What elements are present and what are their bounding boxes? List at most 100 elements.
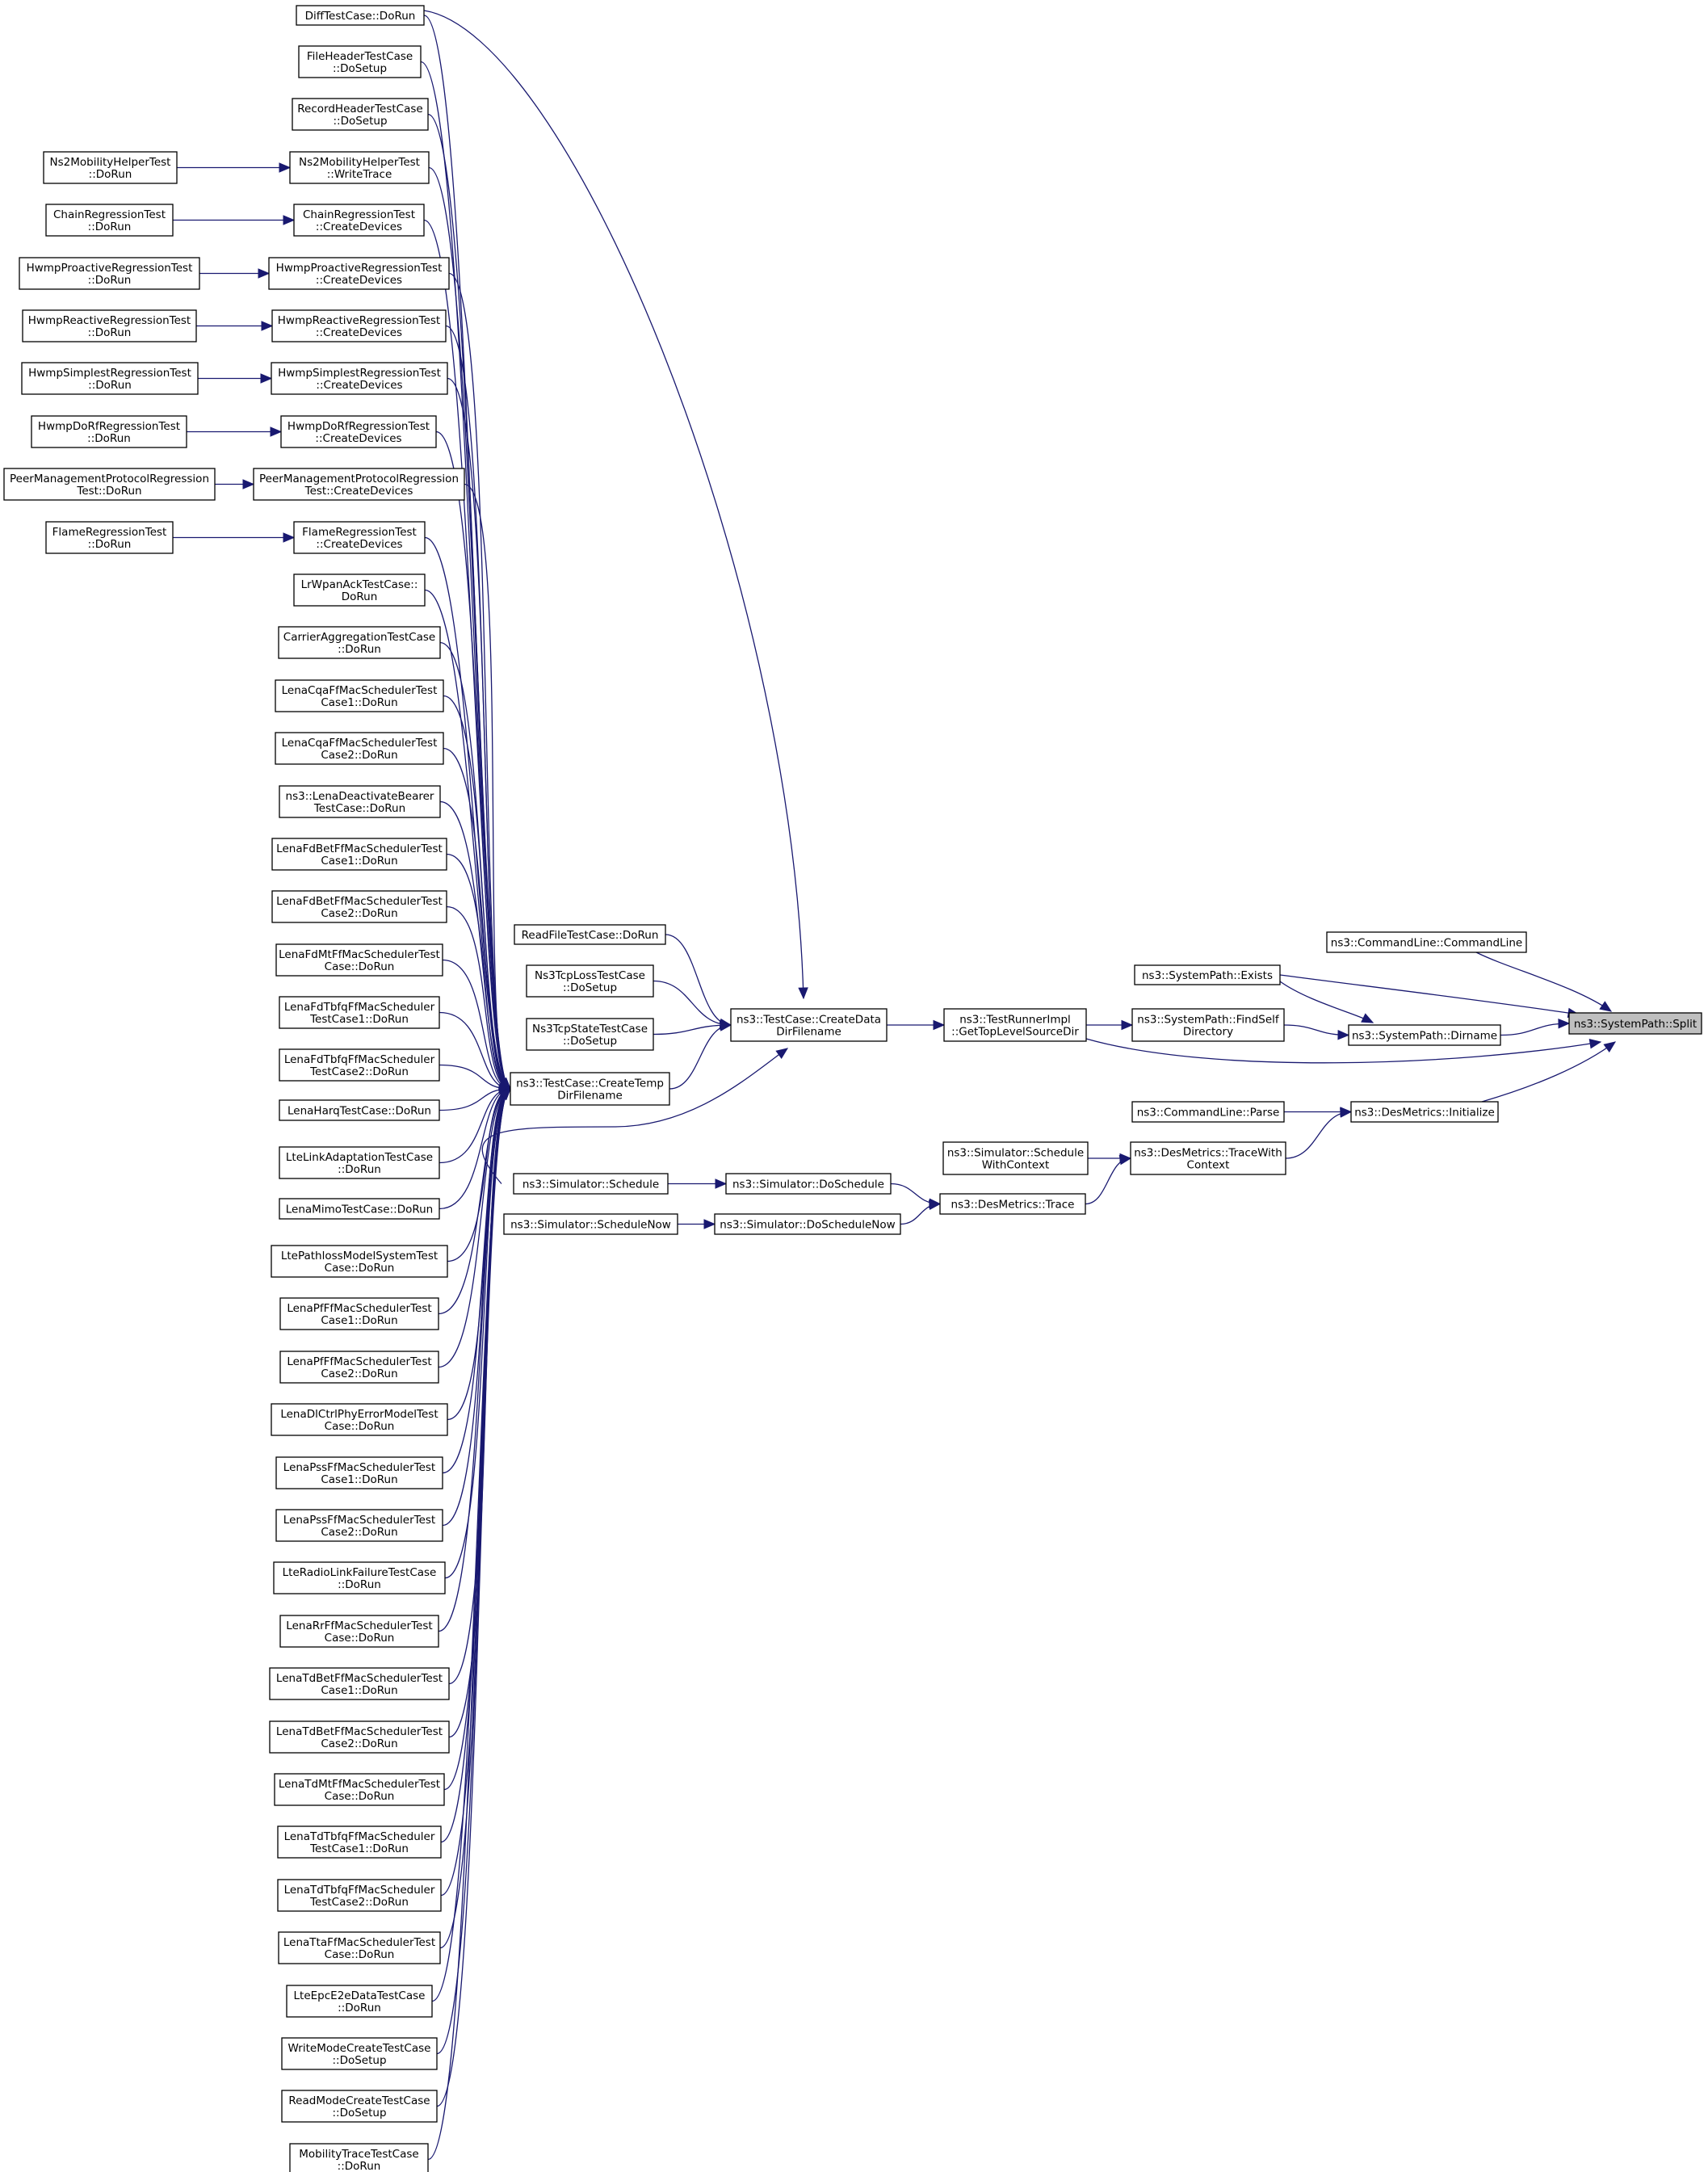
node-label-line: PeerManagementProtocolRegression — [10, 473, 209, 485]
node-label-line: ReadModeCreateTestCase — [288, 2094, 430, 2107]
arrowhead — [928, 1199, 942, 1210]
node-peercreate[interactable]: PeerManagementProtocolRegressionTest::Cr… — [253, 468, 465, 501]
node-hwsimprun[interactable]: HwmpSimplestRegressionTest::DoRun — [21, 362, 199, 395]
node-label-line: LenaTdMtFfMacSchedulerTest — [279, 1778, 440, 1791]
node-box — [271, 1403, 448, 1436]
node-box — [271, 1245, 448, 1278]
node-ns2run[interactable]: Ns2MobilityHelperTest::DoRun — [43, 151, 178, 184]
node-label-line: Test::CreateDevices — [304, 485, 413, 498]
node-parse[interactable]: ns3::CommandLine::Parse — [1131, 1101, 1285, 1123]
arrowhead — [1588, 1038, 1602, 1049]
node-label-line: ns3::DesMetrics::Initialize — [1354, 1107, 1495, 1120]
node-initialize[interactable]: ns3::DesMetrics::Initialize — [1350, 1101, 1499, 1123]
edge-peercreate-to-createtemp — [464, 483, 511, 1090]
node-carrier[interactable]: CarrierAggregationTestCase::DoRun — [278, 626, 441, 659]
node-hwproprun[interactable]: HwmpProactiveRegressionTest::DoRun — [19, 257, 200, 290]
node-tcpstate[interactable]: Ns3TcpStateTestCase::DoSetup — [526, 1018, 654, 1051]
node-cmdline_ctor[interactable]: ns3::CommandLine::CommandLine — [1326, 931, 1527, 953]
node-toplevel[interactable]: ns3::TestRunnerImpl::GetTopLevelSourceDi… — [943, 1008, 1087, 1042]
node-label-line: LenaCqaFfMacSchedulerTest — [282, 737, 438, 750]
node-hwdorfcreate[interactable]: HwmpDoRfRegressionTest::CreateDevices — [280, 415, 437, 448]
node-recordheader[interactable]: RecordHeaderTestCase::DoSetup — [292, 98, 429, 131]
node-hwpropcreate[interactable]: HwmpProactiveRegressionTest::CreateDevic… — [268, 257, 450, 290]
node-flamecreate[interactable]: FlameRegressionTest::CreateDevices — [293, 521, 426, 554]
node-hwdorfrun[interactable]: HwmpDoRfRegressionTest::DoRun — [31, 415, 187, 448]
node-ns2write[interactable]: Ns2MobilityHelperTest::WriteTrace — [289, 151, 430, 184]
node-epc[interactable]: LteEpcE2eDataTestCase::DoRun — [286, 1985, 433, 2018]
node-doschedule[interactable]: ns3::Simulator::DoSchedule — [725, 1173, 892, 1195]
node-schedule[interactable]: ns3::Simulator::Schedule — [513, 1173, 669, 1195]
node-label-line: ::DoSetup — [332, 2107, 386, 2119]
node-rlf[interactable]: LteRadioLinkFailureTestCase::DoRun — [273, 1561, 446, 1594]
node-hwreacrun[interactable]: HwmpReactiveRegressionTest::DoRun — [22, 309, 197, 342]
node-label-line: Case2::DoRun — [321, 907, 397, 920]
node-hwreaccreate[interactable]: HwmpReactiveRegressionTest::CreateDevice… — [271, 309, 447, 342]
node-readmode[interactable]: ReadModeCreateTestCase::DoSetup — [281, 2090, 438, 2123]
edge-pathloss-to-createtemp — [447, 1088, 511, 1262]
node-linkadapt[interactable]: LteLinkAdaptationTestCase::DoRun — [279, 1146, 440, 1179]
node-peerrun[interactable]: PeerManagementProtocolRegressionTest::Do… — [3, 468, 216, 501]
node-lrwpan[interactable]: LrWpanAckTestCase::DoRun — [293, 573, 426, 607]
node-box — [31, 415, 187, 448]
node-exists[interactable]: ns3::SystemPath::Exists — [1134, 964, 1281, 985]
node-flamerun[interactable]: FlameRegressionTest::DoRun — [45, 521, 174, 554]
node-box — [293, 573, 426, 607]
node-label-line: CarrierAggregationTestCase — [283, 631, 435, 644]
node-dirname[interactable]: ns3::SystemPath::Dirname — [1348, 1024, 1501, 1046]
node-label-line: LenaFdTbfqFfMacScheduler — [284, 1001, 435, 1014]
node-box — [1134, 964, 1281, 985]
node-hwsimpcreate[interactable]: HwmpSimplestRegressionTest::CreateDevice… — [271, 362, 448, 395]
node-diff[interactable]: DiffTestCase::DoRun — [296, 5, 425, 26]
node-label-line: ::DoRun — [338, 1578, 381, 1591]
node-split[interactable]: ns3::SystemPath::Split — [1568, 1012, 1702, 1035]
node-box — [271, 890, 447, 923]
node-box — [45, 521, 174, 554]
node-mimo[interactable]: LenaMimoTestCase::DoRun — [279, 1198, 440, 1220]
node-harq[interactable]: LenaHarqTestCase::DoRun — [279, 1099, 440, 1121]
node-mobtrace[interactable]: MobilityTraceTestCase::DoRun — [289, 2143, 429, 2172]
node-label-line: DoRun — [342, 590, 378, 603]
node-box — [271, 362, 448, 395]
node-chaincreate[interactable]: ChainRegressionTest::CreateDevices — [293, 204, 425, 237]
node-schednow[interactable]: ns3::Simulator::ScheduleNow — [503, 1213, 678, 1235]
node-trace[interactable]: ns3::DesMetrics::Trace — [939, 1193, 1086, 1215]
node-readfile[interactable]: ReadFileTestCase::DoRun — [514, 924, 666, 945]
node-tcploss[interactable]: Ns3TcpLossTestCase::DoSetup — [526, 964, 654, 998]
node-box — [279, 996, 440, 1029]
node-label-line: TestCase2::DoRun — [309, 1896, 409, 1909]
node-writemode[interactable]: WriteModeCreateTestCase::DoSetup — [281, 2037, 438, 2070]
node-box — [281, 2090, 438, 2123]
arrowhead — [1337, 1030, 1350, 1040]
arrowhead — [798, 987, 808, 1000]
node-chainrun[interactable]: ChainRegressionTest::DoRun — [45, 204, 174, 237]
arrowhead — [258, 268, 271, 279]
node-doschednow[interactable]: ns3::Simulator::DoScheduleNow — [714, 1213, 901, 1235]
node-fileheader[interactable]: FileHeaderTestCase::DoSetup — [298, 45, 422, 78]
